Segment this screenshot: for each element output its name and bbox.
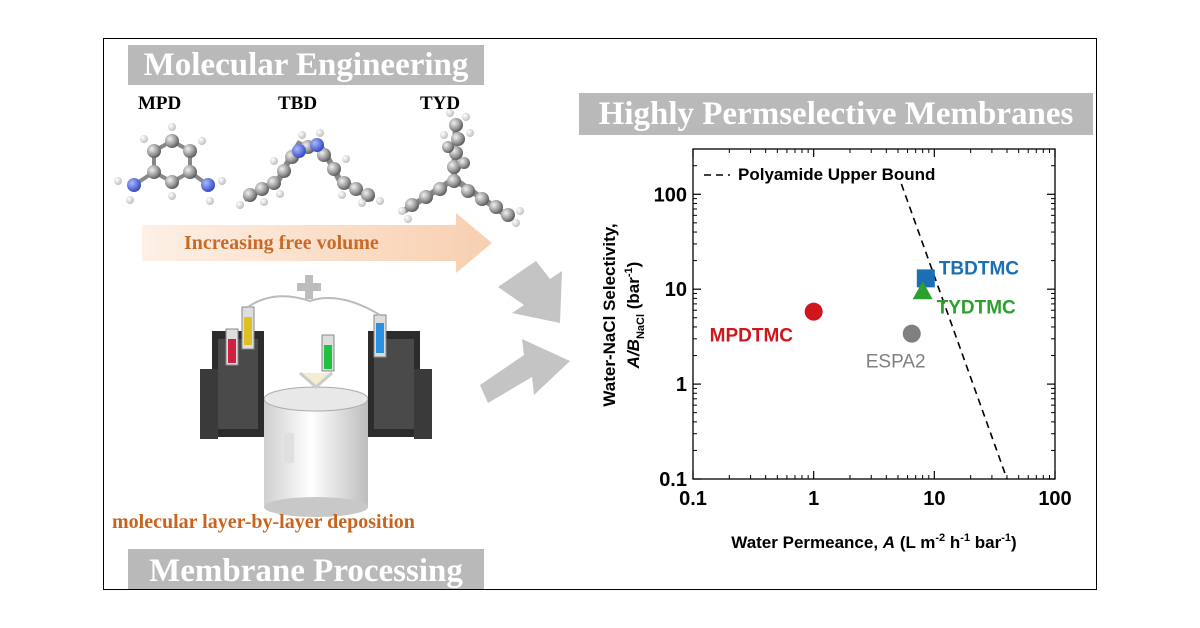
x-tick-label: 0.1 — [679, 488, 707, 510]
espa2-label: ESPA2 — [866, 352, 926, 373]
monomer-label-mpd: MPD — [138, 93, 182, 114]
y-tick-label: 1 — [676, 374, 687, 396]
mpdtmc-marker — [804, 302, 823, 321]
y-axis-label-line1: Water-NaCl Selectivity, — [600, 223, 619, 406]
tbd-molecule — [236, 129, 384, 209]
plot-area — [692, 148, 1056, 480]
y-tick-label: 10 — [665, 279, 687, 301]
molecular-engineering-banner: Molecular Engineering — [128, 45, 484, 85]
free-volume-arrow — [142, 213, 492, 273]
monomer-label-tbd: TBD — [278, 93, 318, 114]
x-axis-label: Water Permeance, A (L m-2 h-1 bar-1) — [731, 532, 1016, 552]
x-tick-label: 10 — [923, 488, 945, 510]
mpdtmc-label: MPDTMC — [710, 326, 794, 347]
selectivity-plot: 0.1 1 10 100 0.1 1 10 100 Polyamide Upper Bound… — [600, 148, 1072, 552]
tbdtmc-marker — [916, 269, 935, 288]
membrane-processing-banner: Membrane Processing — [128, 549, 484, 589]
legend-label: Polyamide Upper Bound — [738, 165, 935, 184]
figure-frame: Molecular Engineering Highly Permselecti… — [103, 38, 1097, 590]
y-axis-label-line2: A/BNaCl (bar-1) — [623, 262, 647, 370]
x-tick-label: 100 — [1038, 488, 1071, 510]
tbdtmc-label: TBDTMC — [939, 258, 1019, 279]
espa2-marker — [902, 324, 921, 343]
permselective-membranes-banner: Highly Permselective Membranes — [579, 93, 1093, 135]
flow-arrows-icon — [480, 261, 570, 403]
upper-bound-line — [900, 183, 1008, 480]
diagram-canvas: 0.1 1 10 100 0.1 1 10 100 Polyamide Upper Bound… — [114, 109, 1072, 552]
x-tick-label: 1 — [808, 488, 819, 510]
tyd-molecule — [398, 109, 524, 227]
tydtmc-label: TYDTMC — [937, 297, 1016, 318]
free-volume-label: Increasing free volume — [184, 232, 379, 254]
lbl-deposition-apparatus-icon — [200, 295, 432, 517]
y-tick-label: 100 — [654, 184, 687, 206]
tydtmc-marker — [912, 281, 933, 300]
monomer-label-tyd: TYD — [420, 93, 461, 114]
deposition-label: molecular layer-by-layer deposition — [112, 511, 415, 533]
y-tick-label: 0.1 — [659, 469, 687, 491]
plus-icon — [297, 275, 321, 299]
mpd-molecule — [114, 123, 226, 205]
